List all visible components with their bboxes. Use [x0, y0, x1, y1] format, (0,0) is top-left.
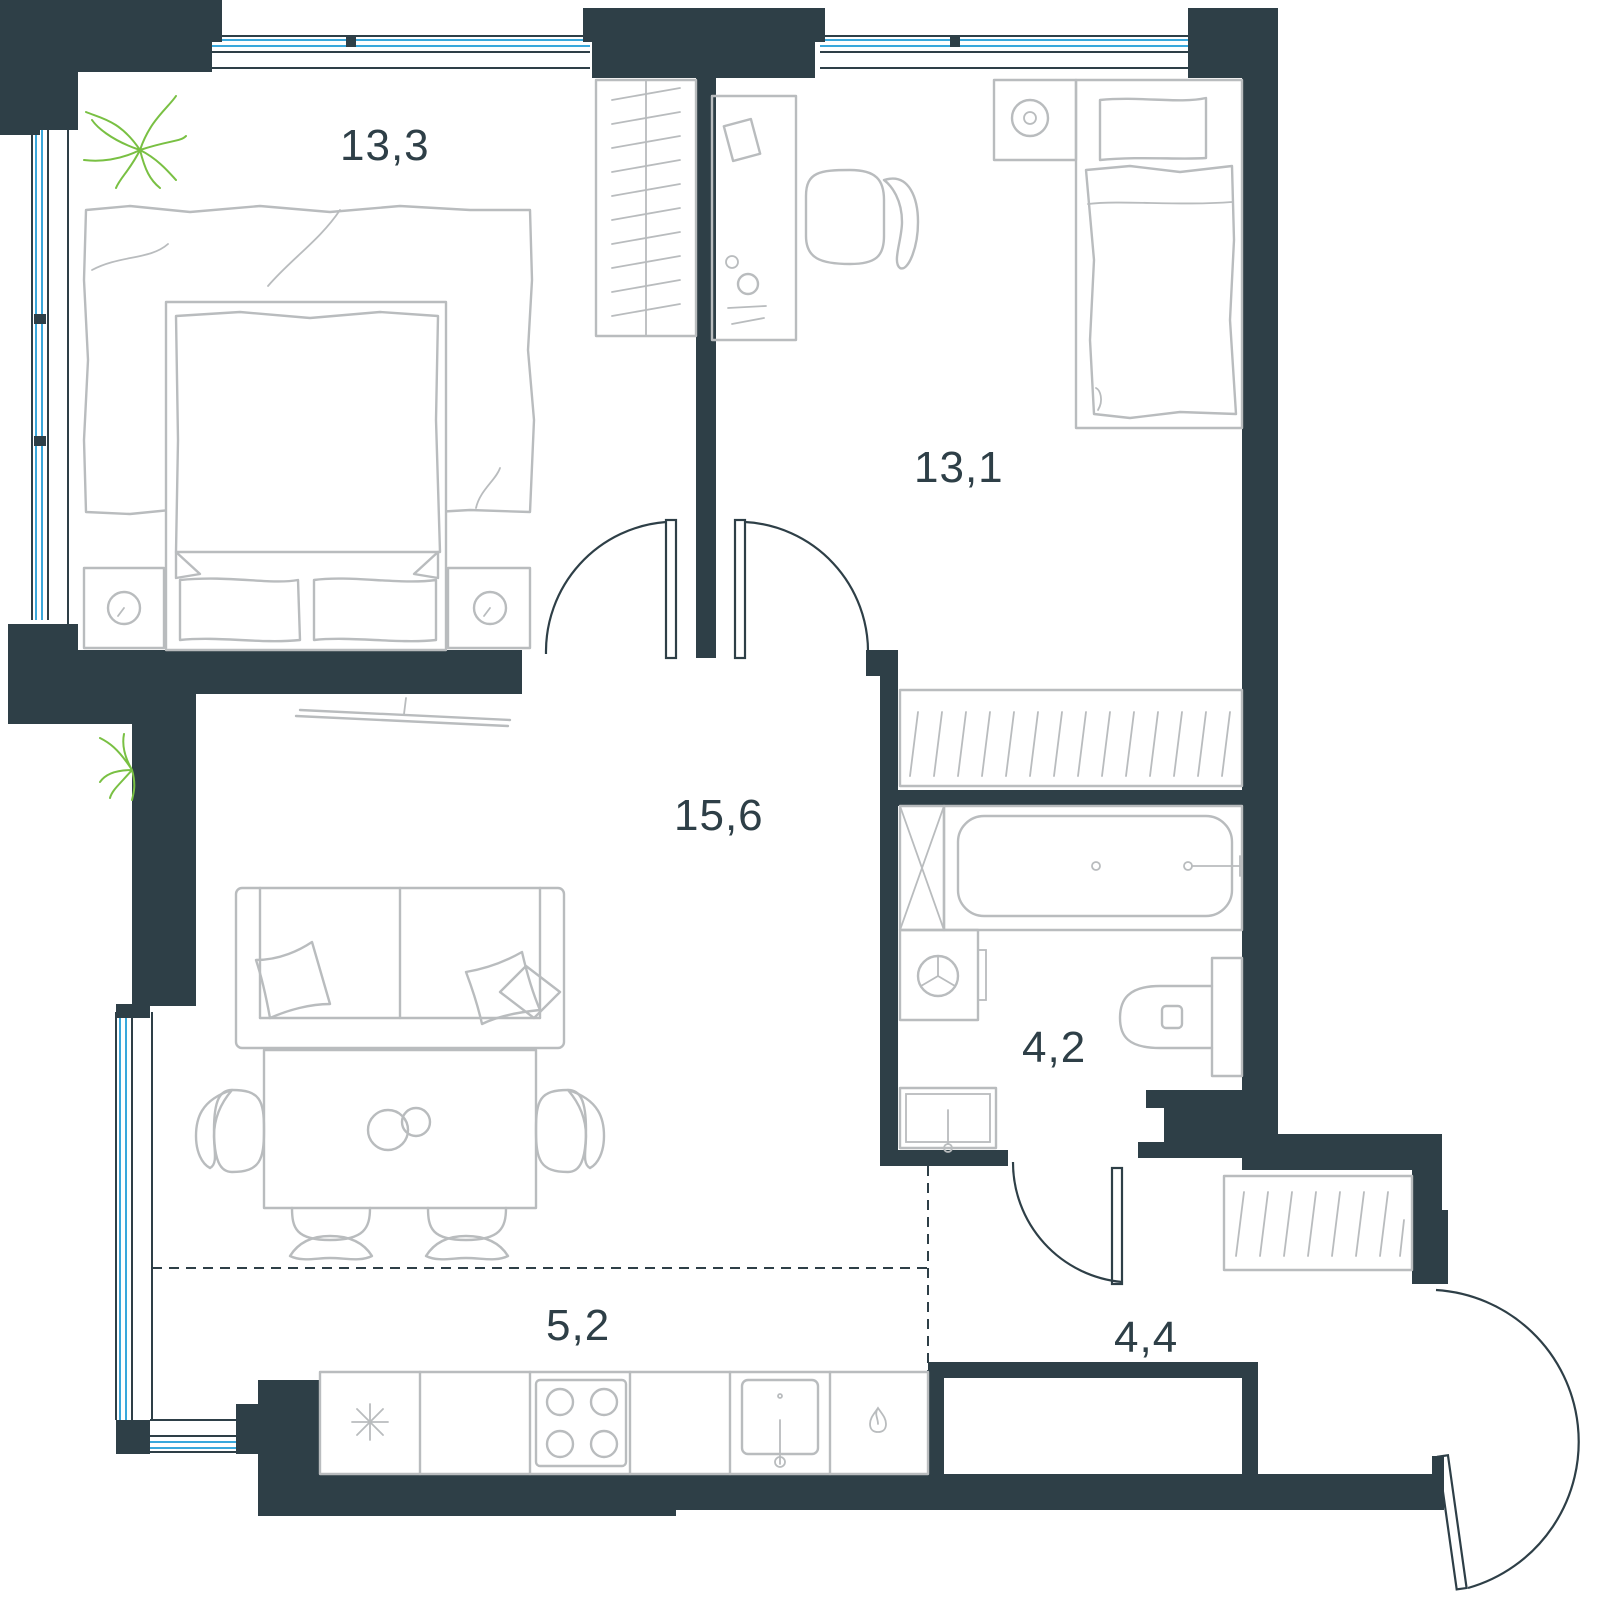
bathtub — [942, 804, 1244, 932]
bed-double — [82, 204, 536, 652]
window-left-bedroom — [31, 80, 69, 635]
area-label-living-room: 15,6 — [674, 791, 764, 840]
door-entrance — [1435, 1288, 1580, 1591]
nightstand-left — [82, 566, 166, 650]
cooktop — [534, 1378, 628, 1468]
area-label-kitchen: 5,2 — [546, 1301, 610, 1350]
plant-bedroom — [83, 95, 187, 189]
nightstand-right — [446, 566, 532, 650]
wardrobe-master — [594, 78, 698, 338]
window-bottom-left — [150, 1419, 236, 1453]
sink-bath — [898, 1086, 998, 1153]
dining-chairs — [194, 1088, 606, 1261]
area-label-bedroom-second: 13,1 — [914, 443, 1004, 492]
walls — [0, 0, 1448, 1516]
washing-machine-bath — [898, 928, 987, 1022]
window-top-right — [820, 35, 1190, 69]
zone-dividers — [152, 1166, 929, 1376]
hallway-closet — [1222, 1174, 1414, 1272]
plant-living — [99, 733, 136, 801]
dining-table — [262, 1048, 538, 1210]
door-bedroom-second — [733, 518, 870, 660]
desk — [710, 94, 798, 342]
area-label-hallway: 4,4 — [1114, 1313, 1178, 1362]
fridge-icon — [351, 1403, 389, 1441]
dishwasher-icon — [869, 1406, 887, 1433]
kitchen-counter — [318, 1370, 930, 1476]
washing-machine — [992, 78, 1078, 162]
window-left-living — [115, 1012, 153, 1420]
windows — [31, 35, 1190, 1453]
doors — [544, 518, 1580, 1591]
window-top-left — [212, 35, 590, 69]
area-label-bedroom-master: 13,3 — [340, 121, 430, 170]
shower-shelf — [898, 804, 946, 932]
desk-chair — [804, 168, 920, 270]
toilet — [1118, 956, 1244, 1078]
door-bedroom-master — [544, 518, 678, 660]
bed-single — [1074, 78, 1244, 430]
area-label-bathroom: 4,2 — [1022, 1023, 1086, 1072]
sofa — [234, 886, 566, 1050]
wardrobe-second — [898, 688, 1244, 788]
area-labels: 13,3 13,1 15,6 4,2 5,2 4,4 — [340, 121, 1178, 1362]
tv — [294, 697, 512, 728]
kitchen-sink — [740, 1378, 820, 1468]
door-bathroom — [1011, 1161, 1124, 1286]
